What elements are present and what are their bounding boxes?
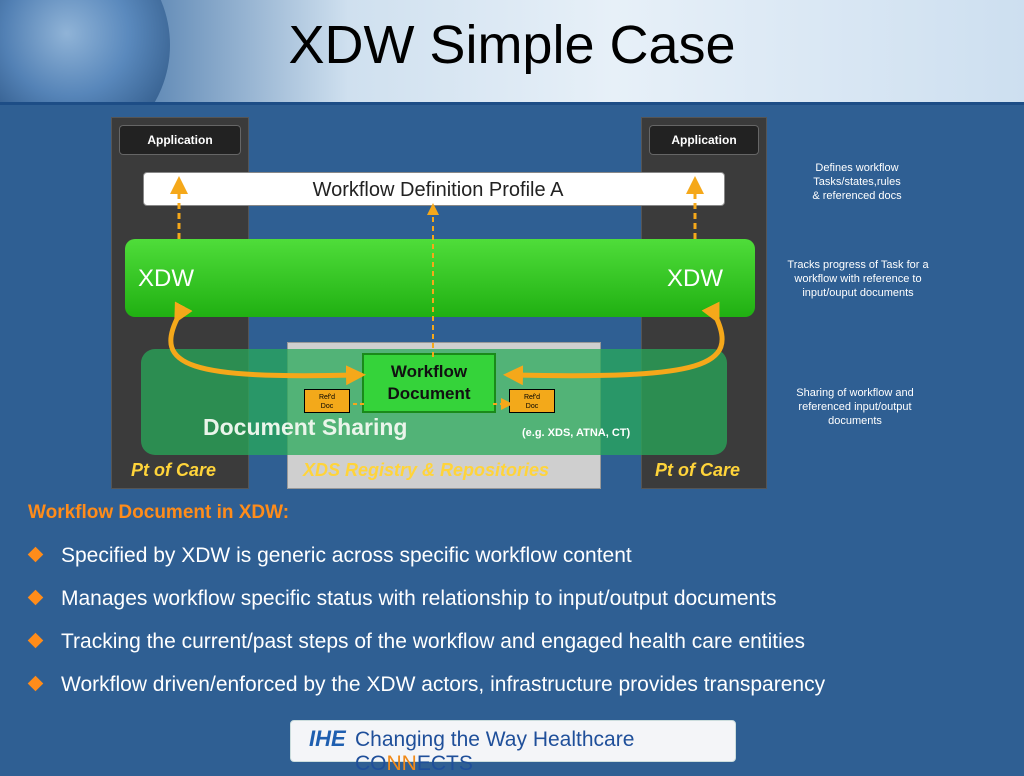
ihe-logo-mark: IHE (309, 726, 346, 751)
note-xdw-line1: Tracks progress of Task for a (787, 259, 929, 271)
note-definition-line3: & referenced docs (812, 190, 902, 202)
refd-doc-right-line2: Doc (525, 403, 539, 410)
refd-doc-right-line1: Ref'd (523, 394, 541, 401)
refd-doc-left-line1: Ref'd (318, 394, 336, 401)
bullet-item-2: Manages workflow specific status with re… (27, 587, 777, 611)
diamond-bullet-icon (27, 589, 44, 606)
logo-tagline-main: Changing the Way Healthcare (355, 728, 635, 751)
note-xdw-line3: input/ouput documents (802, 287, 914, 299)
refd-doc-left: Ref'd Doc (304, 389, 350, 413)
left-application-box: Application (119, 125, 241, 155)
left-footer-label: Pt of Care (131, 460, 217, 480)
workflow-document-line2: Document (387, 384, 471, 403)
note-definition-line2: Tasks/states,rules (813, 176, 901, 188)
bullet-item-1: Specified by XDW is generic across speci… (27, 544, 632, 568)
header-banner: XDW Simple Case (0, 0, 1024, 105)
right-application-box: Application (649, 125, 759, 155)
workflow-definition-profile: Workflow Definition Profile A (143, 172, 725, 206)
bullet-text-1: Specified by XDW is generic across speci… (61, 544, 632, 567)
arrow-left-xdw-document (168, 301, 366, 386)
note-xdw-line2: workflow with reference to (794, 273, 922, 285)
bullet-item-3: Tracking the current/past steps of the w… (27, 630, 805, 654)
note-definition-line1: Defines workflow (815, 162, 899, 174)
workflow-document-box: Workflow Document (362, 353, 496, 413)
bullet-text-2: Manages workflow specific status with re… (61, 587, 777, 610)
diamond-bullet-icon (27, 546, 44, 563)
bullet-item-4: Workflow driven/enforced by the XDW acto… (27, 673, 826, 697)
right-footer-label: Pt of Care (655, 460, 741, 480)
logo-tagline: Changing the Way Healthcare CONNECTS (355, 728, 735, 776)
xdw-left-label: XDW (138, 265, 194, 292)
note-xdw: Tracks progress of Task for a workflow w… (768, 258, 948, 300)
diamond-bullet-icon (27, 632, 44, 649)
note-definition: Defines workflow Tasks/states,rules & re… (790, 161, 924, 203)
arrow-right-xdw-document (503, 301, 725, 386)
diamond-bullet-icon (27, 675, 44, 692)
page-title: XDW Simple Case (288, 15, 736, 75)
note-sharing-line1: Sharing of workflow and (796, 387, 914, 399)
logo-ects: ECTS (416, 752, 473, 775)
diagram-arrows (168, 176, 725, 410)
bullet-text-4: Workflow driven/enforced by the XDW acto… (61, 673, 826, 696)
workflow-document-line1: Workflow (390, 362, 468, 381)
logo-nn: NN (386, 752, 417, 775)
content-subheading: Workflow Document in XDW: (28, 502, 290, 523)
xdw-diagram: Application Application Workflow Definit… (111, 117, 767, 489)
globe-image (0, 0, 170, 102)
xdw-right-label: XDW (667, 265, 723, 292)
note-sharing-line3: documents (828, 415, 882, 427)
note-sharing-line2: referenced input/output (798, 401, 912, 413)
refd-doc-left-line2: Doc (320, 403, 334, 410)
ihe-connects-logo: IHE Changing the Way Healthcare CONNECTS (290, 720, 736, 775)
document-sharing-examples: (e.g. XDS, ATNA, CT) (522, 427, 631, 439)
document-sharing-label: Document Sharing (203, 414, 408, 440)
logo-co: CO (355, 752, 387, 775)
middle-footer-label: XDS Registry & Repositories (303, 460, 550, 480)
note-sharing: Sharing of workflow and referenced input… (780, 386, 930, 428)
bullet-text-3: Tracking the current/past steps of the w… (61, 630, 805, 653)
